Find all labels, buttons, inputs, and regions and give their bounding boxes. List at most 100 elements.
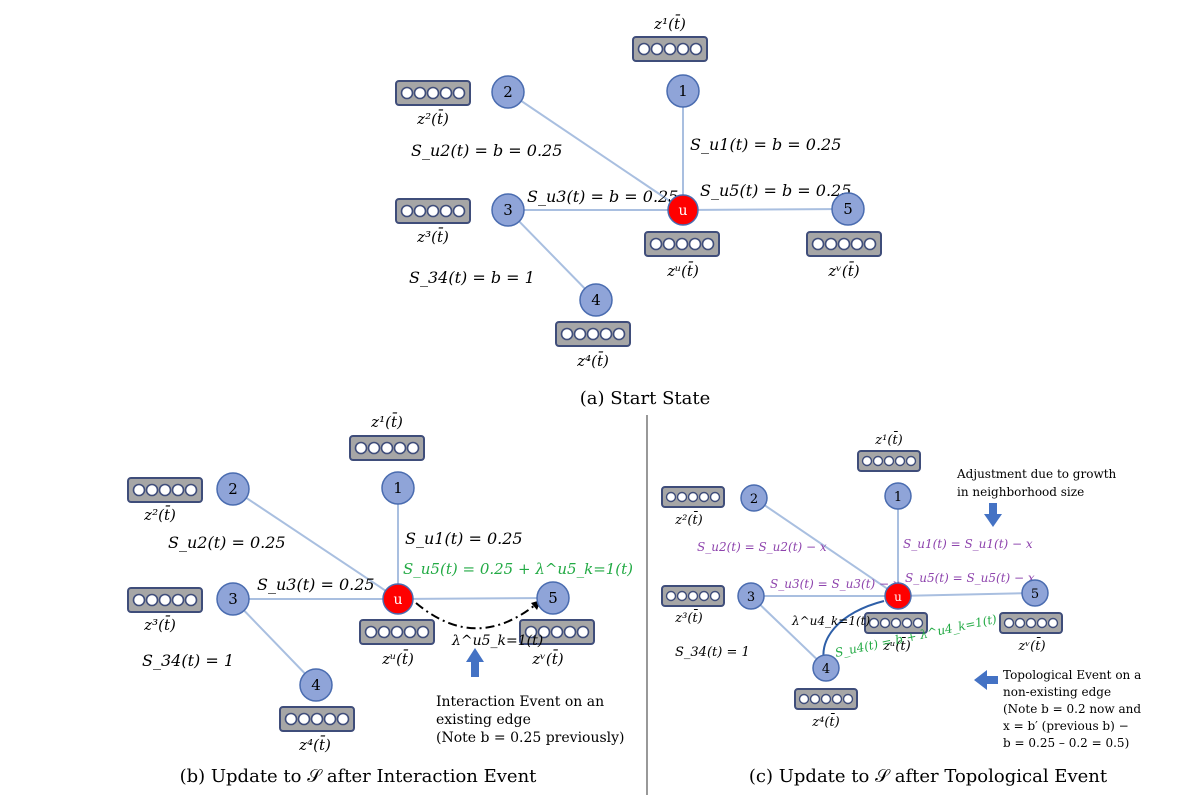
edge-3-4 bbox=[232, 598, 317, 686]
embedding-vector bbox=[127, 587, 203, 613]
embedding-label: z⁴(t̄) bbox=[298, 736, 331, 754]
embedding-vector bbox=[661, 585, 725, 607]
edge-weight-label: S_u1(t) = 0.25 bbox=[405, 529, 523, 548]
embedding-vector bbox=[395, 80, 471, 106]
embedding-label: z⁴(t̄) bbox=[811, 713, 839, 730]
embedding-vector bbox=[632, 36, 708, 62]
embedding-label: zᵛ(t̄) bbox=[827, 262, 859, 280]
edge-u-5 bbox=[397, 597, 554, 600]
annotation-text: Interaction Event on an bbox=[436, 694, 604, 710]
node-label: 4 bbox=[311, 676, 321, 694]
embedding-vector bbox=[349, 435, 425, 461]
node-u: u bbox=[884, 582, 912, 610]
node-label: 4 bbox=[822, 662, 830, 677]
node-2: 2 bbox=[491, 75, 525, 109]
annotation-text: existing edge bbox=[436, 712, 531, 728]
annotation-text: (Note b = 0.25 previously) bbox=[436, 730, 625, 746]
left-arrow-icon bbox=[974, 670, 998, 690]
embedding-label: z¹(t̄) bbox=[874, 431, 902, 448]
annotation-text: x = b′ (previous b) − bbox=[1003, 719, 1129, 733]
embedding-label: z³(t̄) bbox=[143, 616, 176, 634]
embedding-label: z²(t̄) bbox=[416, 110, 449, 128]
up-arrow-icon bbox=[466, 648, 484, 677]
embedding-label: zᵘ(t̄) bbox=[381, 650, 414, 668]
embedding-label: z¹(t̄) bbox=[370, 413, 403, 431]
interaction-event-arc bbox=[415, 599, 542, 630]
node-5: 5 bbox=[536, 581, 570, 615]
caption-a: (a) Start State bbox=[580, 388, 711, 409]
edge-weight-label: S_34(t) = 1 bbox=[142, 651, 234, 670]
edge-weight-label: S_u3(t) = b = 0.25 bbox=[527, 187, 678, 206]
node-u: u bbox=[667, 194, 699, 226]
node-u: u bbox=[382, 583, 414, 615]
embedding-vector bbox=[857, 450, 921, 472]
edge-weight-label: S_34(t) = 1 bbox=[675, 645, 750, 660]
embedding-label: zᵘ(t̄) bbox=[882, 637, 910, 654]
node-label: 1 bbox=[678, 82, 688, 100]
node-label: u bbox=[393, 592, 402, 608]
embedding-vector bbox=[794, 688, 858, 710]
embedding-label: z³(t̄) bbox=[674, 609, 702, 626]
edge-weight-label: S_u3(t) = 0.25 bbox=[257, 575, 375, 594]
edge-weight-label: S_u2(t) = 0.25 bbox=[168, 533, 286, 552]
node-5: 5 bbox=[1021, 579, 1049, 607]
edge-weight-label: S_u1(t) = S_u1(t) − x bbox=[903, 537, 1033, 551]
embedding-vector bbox=[999, 612, 1063, 634]
annotation-text: in neighborhood size bbox=[957, 485, 1084, 499]
node-label: 4 bbox=[591, 291, 601, 309]
node-label: 5 bbox=[843, 200, 853, 218]
embedding-label: z⁴(t̄) bbox=[576, 352, 609, 370]
edge-weight-label: S_u1(t) = b = 0.25 bbox=[690, 135, 841, 154]
embedding-vector bbox=[279, 706, 355, 732]
embedding-label: zᵘ(t̄) bbox=[666, 262, 699, 280]
edge-weight-label: S_u5(t) = S_u5(t) − x bbox=[905, 571, 1035, 585]
panel-a: z¹(t̄) z²(t̄) z³(t̄) zᵘ(t̄) zᵛ(t̄) z⁴(t̄… bbox=[395, 15, 882, 409]
embedding-vector bbox=[395, 198, 471, 224]
node-4: 4 bbox=[812, 654, 840, 682]
edge-weight-label: S_u5(t) = 0.25 + λ^u5_k=1(t) bbox=[403, 560, 633, 578]
node-3: 3 bbox=[737, 582, 765, 610]
embedding-vector bbox=[555, 321, 631, 347]
annotation-text: non-existing edge bbox=[1003, 685, 1111, 699]
embedding-label: z¹(t̄) bbox=[653, 15, 686, 33]
node-label: 5 bbox=[548, 589, 558, 607]
node-label: 3 bbox=[503, 201, 513, 219]
embedding-vector bbox=[127, 477, 203, 503]
node-label: 2 bbox=[503, 83, 513, 101]
caption-b: (b) Update to 𝒮 after Interaction Event bbox=[180, 766, 538, 787]
lambda-label: λ^u5_k=1(t) bbox=[451, 633, 543, 649]
node-label: 2 bbox=[750, 492, 758, 507]
down-arrow-icon bbox=[984, 503, 1002, 527]
node-label: 1 bbox=[393, 479, 403, 497]
node-3: 3 bbox=[216, 582, 250, 616]
embedding-label: z²(t̄) bbox=[143, 506, 176, 524]
edge-weight-label: S_u3(t) = S_u3(t) − x bbox=[770, 577, 900, 591]
annotation-text: Adjustment due to growth bbox=[956, 467, 1117, 481]
embedding-vector bbox=[806, 231, 882, 257]
node-5: 5 bbox=[831, 192, 865, 226]
edge-weight-label: S_u2(t) = S_u2(t) − x bbox=[697, 540, 827, 554]
node-2: 2 bbox=[216, 472, 250, 506]
edge-3-4 bbox=[507, 209, 597, 301]
lambda-label: λ^u4_k=1(t) bbox=[791, 614, 870, 628]
panel-b: z¹(t̄) z²(t̄) z³(t̄) zᵘ(t̄) zᵛ(t̄) z⁴(t̄… bbox=[127, 413, 633, 787]
node-4: 4 bbox=[299, 668, 333, 702]
node-1: 1 bbox=[666, 74, 700, 108]
edge-u-5 bbox=[682, 208, 849, 211]
node-label: 3 bbox=[228, 590, 238, 608]
annotation-text: Topological Event on a bbox=[1003, 668, 1141, 682]
edge-weight-label: S_34(t) = b = 1 bbox=[409, 268, 535, 287]
edge-u-2 bbox=[753, 497, 899, 597]
embedding-vector bbox=[644, 231, 720, 257]
embedding-label: z³(t̄) bbox=[416, 228, 449, 246]
edge-u-2 bbox=[232, 488, 399, 600]
embedding-label: zᵛ(t̄) bbox=[1017, 637, 1045, 654]
embedding-label: z²(t̄) bbox=[674, 511, 702, 528]
annotation-text: (Note b = 0.2 now and bbox=[1003, 702, 1141, 716]
edge-3-4 bbox=[750, 595, 827, 669]
node-label: 1 bbox=[894, 490, 902, 505]
embedding-label: zᵛ(t̄) bbox=[531, 650, 563, 668]
node-label: 2 bbox=[228, 480, 238, 498]
node-2: 2 bbox=[740, 484, 768, 512]
